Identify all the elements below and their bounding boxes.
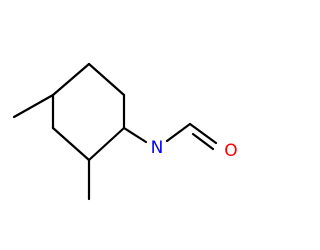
ring-bond xyxy=(51,126,91,162)
n-c-bond xyxy=(165,122,192,143)
ring-bond xyxy=(87,62,126,97)
methyl-bond xyxy=(12,93,55,119)
c-n-bond xyxy=(122,126,148,144)
c-o-double-bond xyxy=(191,132,215,151)
ring-bond xyxy=(87,126,126,162)
structure-diagram: N O xyxy=(12,62,238,201)
c-o-double-bond xyxy=(188,122,218,145)
ring-bond xyxy=(51,62,91,97)
nitrogen-label: N xyxy=(151,138,164,158)
oxygen-label: O xyxy=(224,141,237,161)
